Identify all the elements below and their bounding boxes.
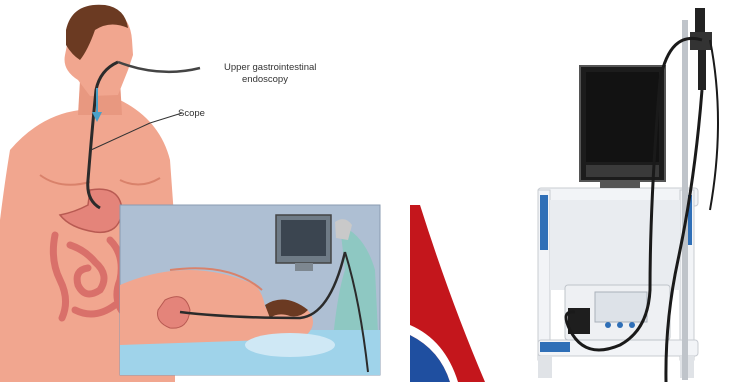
endoscopy-illustration: Upper gastrointestinal endoscopy Scope [0, 0, 400, 382]
equipment-graphic [410, 0, 729, 382]
endoscopy-illustration-graphic [0, 0, 400, 382]
processor-unit [565, 285, 670, 340]
scope-label: Scope [178, 108, 205, 119]
scope-cable [118, 62, 200, 72]
procedure-inset [120, 205, 380, 375]
procedure-label-line2: endoscopy [242, 74, 288, 85]
patient [120, 270, 266, 345]
endoscopy-equipment-photo [410, 0, 729, 382]
stand-pole [682, 20, 688, 380]
endoscope-handle [690, 8, 712, 90]
procedure-label-line1: Upper gastrointestinal [224, 62, 316, 73]
